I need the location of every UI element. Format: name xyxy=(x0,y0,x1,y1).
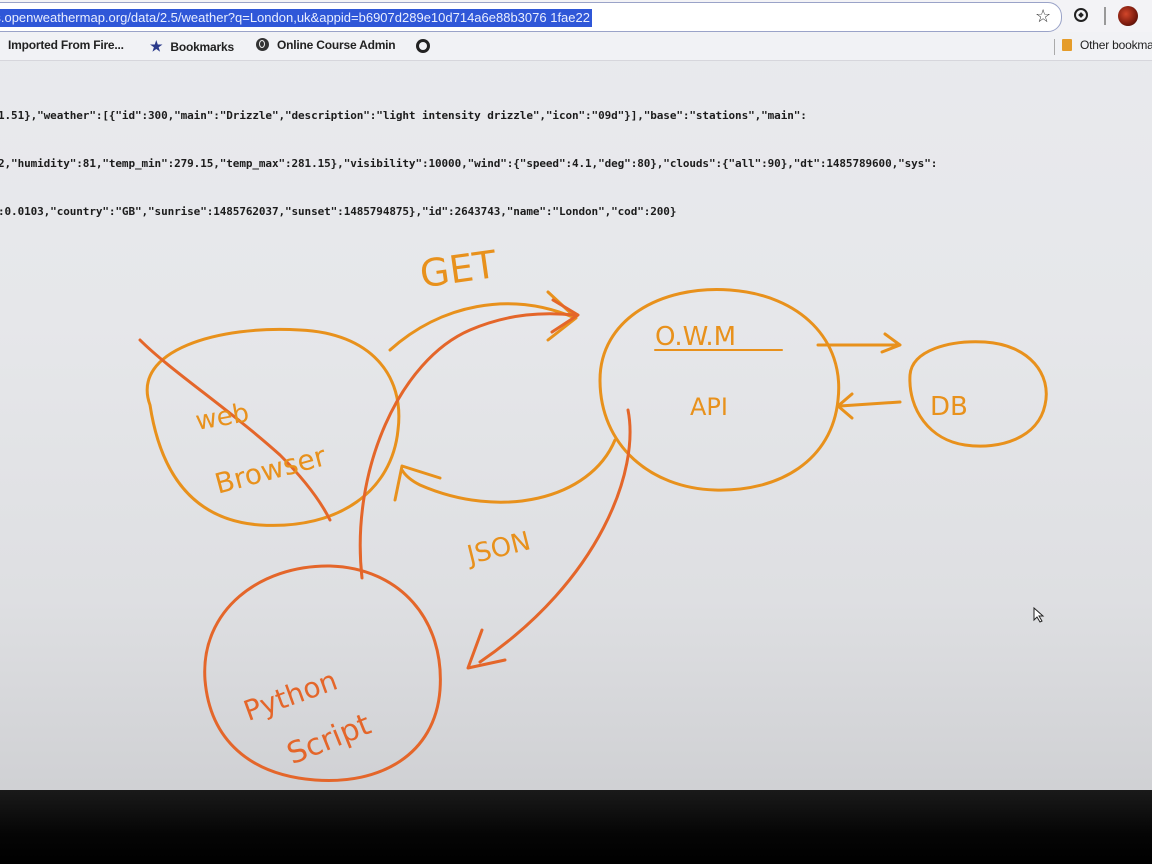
address-bar-row: ples.openweathermap.org/data/2.5/weather… xyxy=(0,0,1152,32)
extension-icon[interactable] xyxy=(1074,8,1088,22)
globe-icon xyxy=(256,38,269,51)
bookmarks-divider xyxy=(1054,39,1055,55)
bookmark-online-course-admin[interactable]: Online Course Admin xyxy=(256,38,396,52)
owm-to-db-arrowhead xyxy=(880,332,902,354)
toolbar-divider xyxy=(1104,7,1106,25)
web-label: web xyxy=(193,398,251,437)
db-to-owm-arrowhead xyxy=(836,392,854,420)
get-arrow xyxy=(388,302,577,352)
profile-avatar[interactable] xyxy=(1118,6,1138,26)
bookmark-bookmarks-label: Bookmarks xyxy=(170,40,234,54)
json-arrowhead xyxy=(393,464,442,502)
json-response: 1.51},"weather":[{"id":300,"main":"Drizz… xyxy=(0,76,1152,252)
folder-icon xyxy=(1062,39,1072,51)
db-to-owm-arrow xyxy=(838,400,902,408)
json-arrow xyxy=(400,438,617,504)
script-request-arrow xyxy=(358,312,577,580)
get-label: GET xyxy=(417,242,500,296)
json-line: 1.51},"weather":[{"id":300,"main":"Drizz… xyxy=(0,109,807,122)
address-bar[interactable]: ples.openweathermap.org/data/2.5/weather… xyxy=(0,2,1062,32)
other-bookmarks-label: Other bookma xyxy=(1080,38,1152,52)
bookmarks-bar: Imported From Fire... ★ Bookmarks Online … xyxy=(0,32,1152,61)
browser-strike-line xyxy=(138,338,332,522)
api-label: API xyxy=(690,393,728,421)
mouse-cursor-icon xyxy=(1033,607,1045,623)
script-label: Script xyxy=(282,707,376,772)
json-label: JSON xyxy=(462,526,533,571)
response-to-script-arrow xyxy=(478,408,632,664)
url-text[interactable]: ples.openweathermap.org/data/2.5/weather… xyxy=(0,9,592,27)
other-bookmarks[interactable]: Other bookma xyxy=(1062,38,1152,52)
bookmark-imported-from-firefox[interactable]: Imported From Fire... xyxy=(8,38,124,52)
db-label: DB xyxy=(930,392,968,422)
owm-api-circle xyxy=(598,288,841,492)
hand-drawn-sketch: GET JSON web Browser O.W.M API DB Python… xyxy=(138,242,1048,783)
bookmark-online-course-admin-label: Online Course Admin xyxy=(277,38,396,52)
github-icon[interactable] xyxy=(416,39,430,53)
json-line: 2,"humidity":81,"temp_min":279.15,"temp_… xyxy=(0,157,938,170)
db-circle xyxy=(908,340,1048,448)
json-line: :0.0103,"country":"GB","sunrise":1485762… xyxy=(0,205,677,218)
star-icon: ★ xyxy=(150,38,163,54)
owm-label: O.W.M xyxy=(655,322,736,352)
python-label: Python xyxy=(239,664,341,728)
browser-screen: ples.openweathermap.org/data/2.5/weather… xyxy=(0,0,1152,800)
browser-circle xyxy=(145,327,401,527)
bookmark-bookmarks[interactable]: ★ Bookmarks xyxy=(150,38,234,55)
script-request-arrowhead xyxy=(550,298,580,334)
response-to-script-arrowhead xyxy=(466,628,507,670)
bookmark-star-icon[interactable]: ☆ xyxy=(1035,6,1052,26)
laptop-bezel xyxy=(0,790,1152,864)
python-script-circle xyxy=(203,564,442,783)
